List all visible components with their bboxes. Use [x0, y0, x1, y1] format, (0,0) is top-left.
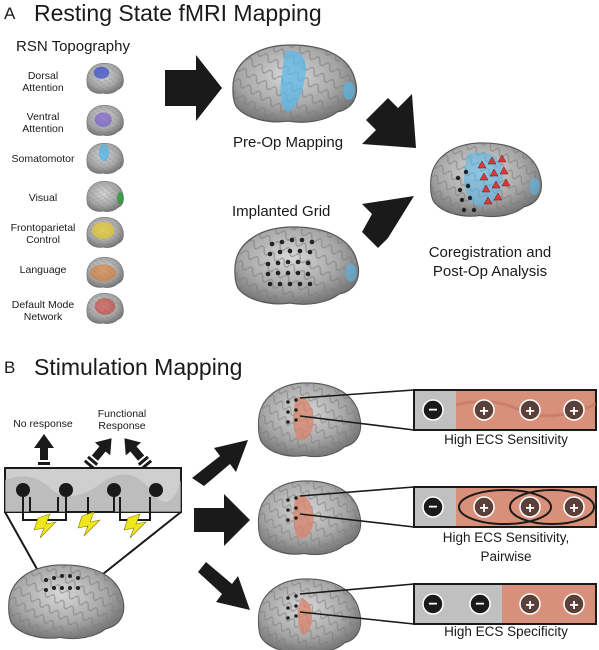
arrow-to-result-3 — [198, 562, 250, 610]
panel-a-letter: A — [4, 4, 16, 23]
r1-sign-3: + — [569, 403, 578, 420]
zoom-lines — [299, 389, 415, 625]
arrow-grid-to-coreg — [362, 196, 414, 248]
result-brain-2 — [257, 480, 362, 556]
rsn-brain-visual — [86, 180, 124, 212]
arrow-preop-to-coreg — [362, 94, 416, 148]
r2-sign-3: + — [569, 500, 578, 517]
pair-ellipse-right — [509, 489, 595, 525]
rsn-brain-language — [86, 256, 124, 288]
result-label-sensitivity: High ECS Sensitivity — [444, 432, 568, 447]
rsn-header: RSN Topography — [16, 38, 130, 55]
stim-source-brain — [7, 564, 125, 640]
arrow-to-result-1 — [192, 440, 248, 486]
result-brain-1 — [257, 382, 362, 458]
rsn-brain-default-mode — [86, 292, 124, 324]
arrow-rsn-to-preop — [165, 55, 222, 121]
r2-sign-1: + — [479, 500, 488, 517]
implanted-grid-electrodes — [265, 237, 315, 287]
result-label-pairwise: High ECS Sensitivity, Pairwise — [442, 530, 570, 564]
no-response-label: No response — [13, 418, 73, 430]
rsn-label-dorsal-attention: Dorsal Attention — [22, 70, 64, 94]
result-brain-3 — [257, 578, 362, 650]
no-response-arrow — [34, 434, 54, 470]
rsn-label-default-mode: Default Mode Network — [11, 299, 75, 323]
coreg-electrodes-dark — [455, 169, 477, 213]
panel-a-title: Resting State fMRI Mapping — [34, 0, 322, 26]
rsn-label-language: Language — [19, 264, 67, 276]
result-label-specificity: High ECS Specificity — [444, 624, 568, 639]
electrode-strip-contacts — [16, 483, 163, 530]
implanted-grid-brain — [234, 226, 360, 305]
rsn-label-frontoparietal: Frontoparietal Control — [10, 222, 76, 246]
panel-b-letter: B — [4, 358, 16, 377]
coreg-label: Coregistration and Post-Op Analysis — [428, 244, 552, 280]
result-1-contacts — [422, 399, 585, 421]
stim-source-electrodes — [44, 574, 80, 592]
pair-ellipse-left — [458, 489, 552, 525]
strip-to-brain-lines — [4, 511, 182, 579]
result-3-contacts — [422, 593, 585, 615]
r1-sign-2: + — [525, 403, 534, 420]
lightning-bolts — [33, 511, 147, 539]
result-grids — [286, 398, 298, 620]
r2-sign-2: + — [525, 500, 534, 517]
rsn-label-ventral-attention: Ventral Attention — [22, 111, 64, 135]
result-2-contacts — [422, 496, 585, 518]
arrow-to-result-2 — [194, 494, 250, 546]
implanted-grid-label: Implanted Grid — [232, 203, 331, 220]
rsn-brain-dorsal-attention — [86, 62, 124, 94]
r1-sign-1: + — [479, 403, 488, 420]
r3-sign-3: + — [569, 597, 578, 614]
rsn-brain-somatomotor — [86, 142, 124, 174]
rsn-brain-ventral-attention — [86, 104, 124, 136]
functional-response-label: Functional Response — [97, 408, 147, 432]
functional-response-arrow-right — [124, 438, 153, 470]
coreg-electrodes-red — [477, 154, 511, 205]
rsn-label-visual: Visual — [28, 192, 58, 204]
r3-sign-0: − — [428, 596, 437, 613]
r3-sign-2: + — [525, 597, 534, 614]
r2-sign-0: − — [428, 499, 437, 516]
rsn-label-somatomotor: Somatomotor — [11, 153, 75, 165]
preop-label: Pre-Op Mapping — [233, 134, 344, 151]
preop-brain — [232, 44, 358, 123]
rsn-brain-frontoparietal — [86, 216, 124, 248]
r3-sign-1: − — [475, 596, 484, 613]
functional-response-arrow-left — [83, 438, 112, 470]
r1-sign-0: − — [428, 402, 437, 419]
panel-b-title: Stimulation Mapping — [34, 354, 243, 380]
